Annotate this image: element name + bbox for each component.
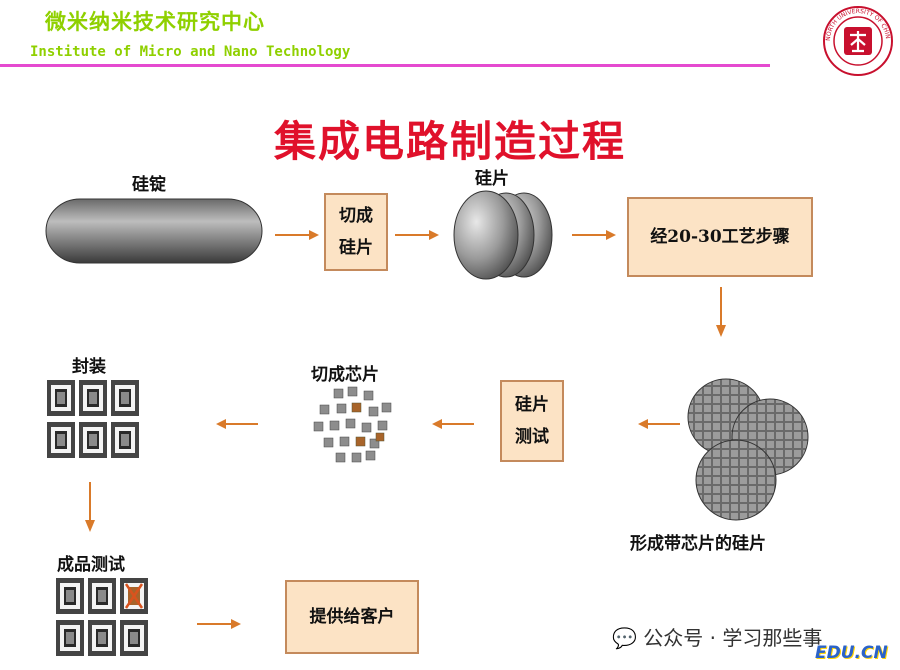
tested-chips-image [56,578,148,656]
wechat-icon: 💬 [612,626,637,650]
label-dicing: 切成芯片 [311,365,379,385]
wechat-watermark: 💬 公众号 · 学习那些事 [612,622,822,651]
step-wafer-test-line2: 测试 [515,427,549,447]
patterned-wafers-image [687,378,809,521]
wafers-image [453,190,553,280]
step-process-label: 经20-30工艺步骤 [650,227,790,247]
label-ingot: 硅锭 [132,175,166,195]
packaged-chips-image [47,380,139,458]
label-wafer: 硅片 [475,169,509,189]
arrow-left-2 [432,419,474,429]
label-final-test: 成品测试 [57,555,125,575]
step-deliver-label: 提供给客户 [309,607,395,627]
site-watermark: EDU.CN [815,643,888,663]
silicon-ingot-image [45,198,263,264]
org-name-en: Institute of Micro and Nano Technology [30,44,351,60]
step-process: 经20-30工艺步骤 [627,197,813,277]
arrow-right-4 [197,619,241,629]
wechat-watermark-text: 公众号 · 学习那些事 [643,626,823,650]
label-packaging: 封装 [72,357,106,377]
page-title: 集成电路制造过程 [273,117,626,166]
step-cut-wafer-line2: 硅片 [339,238,373,258]
arrow-right-3 [572,230,616,240]
arrow-left-1 [638,419,680,429]
arrow-left-3 [216,419,258,429]
label-patterned-wafer: 形成带芯片的硅片 [630,534,766,554]
step-deliver: 提供给客户 [285,580,419,654]
diced-chips-image [313,386,392,463]
arrow-down-1 [716,287,726,337]
header-divider [0,64,770,67]
arrow-right-2 [395,230,439,240]
arrow-down-2 [85,482,95,532]
step-wafer-test-line1: 硅片 [515,395,549,415]
step-cut-wafer: 切成 硅片 [324,193,388,271]
org-name-cn: 微米纳米技术研究中心 [45,10,265,34]
university-seal-logo: NORTH UNIVERSITY OF CHINA [822,5,893,76]
arrow-right-1 [275,230,319,240]
step-cut-wafer-line1: 切成 [339,206,373,226]
step-wafer-test: 硅片 测试 [500,380,564,462]
